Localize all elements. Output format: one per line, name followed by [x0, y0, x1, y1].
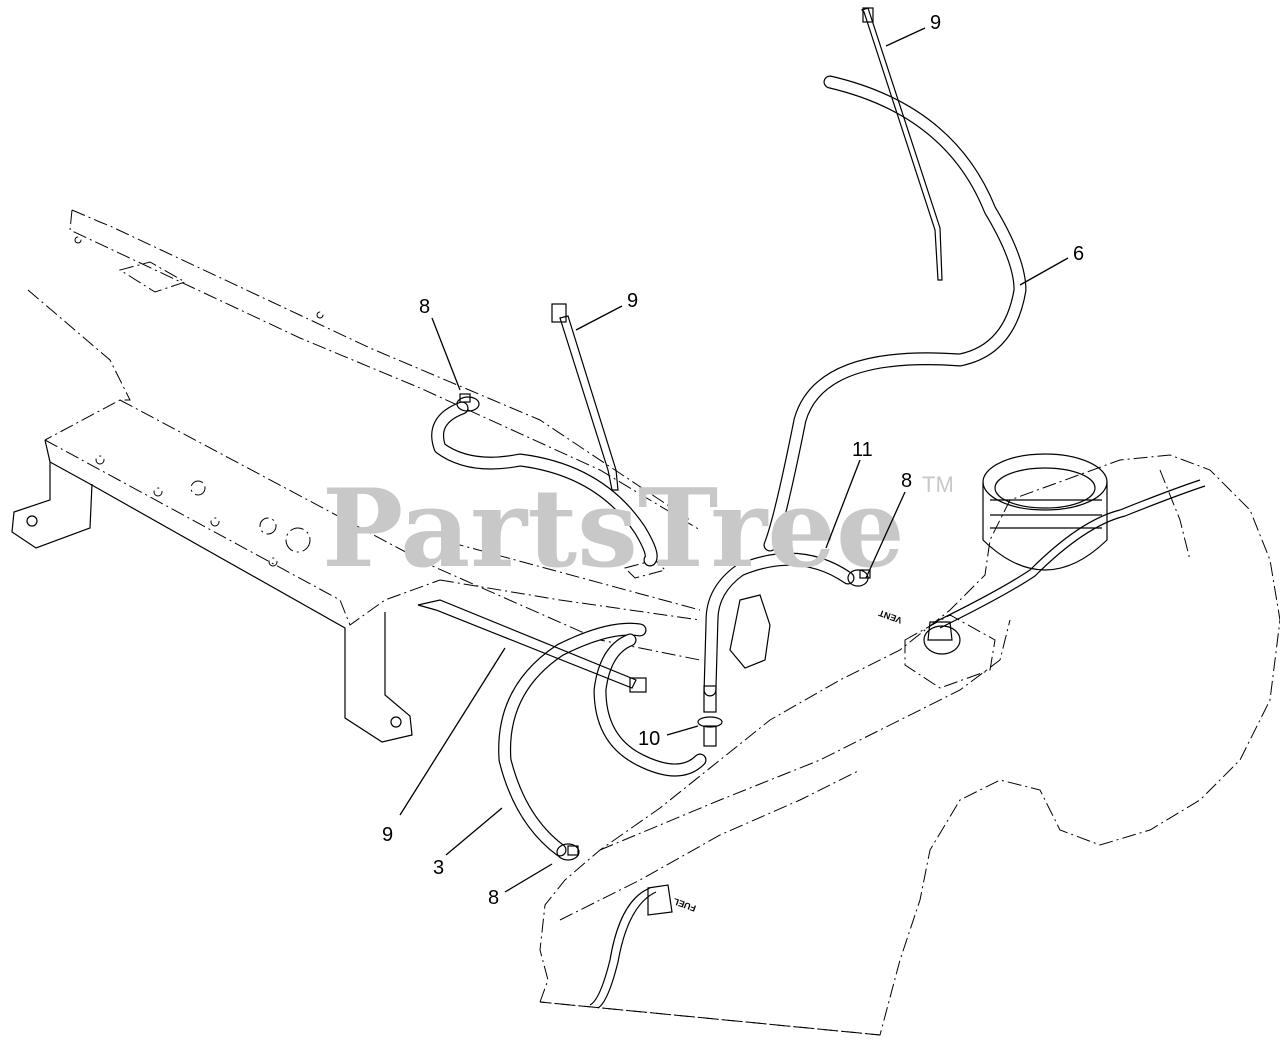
cable-tie-top: [860, 7, 943, 281]
callout-clamp-right: 8: [901, 470, 912, 492]
hose-6: [763, 75, 1027, 552]
fuel-tank: [539, 453, 1280, 1036]
clamp-bottom: [556, 843, 580, 861]
cable-tie-bottom: [417, 599, 647, 693]
hose-upper-left: [431, 401, 658, 567]
watermark: PartsTree: [322, 466, 905, 592]
callout-tie-bottom: 9: [382, 824, 393, 846]
hose-11: [703, 552, 855, 697]
fitting-10: [697, 685, 723, 747]
hose-bracket: [729, 594, 771, 669]
vent-line: [589, 479, 1206, 1009]
hose-3: [498, 622, 647, 857]
vent-label: VENT: [877, 608, 903, 626]
callout-hose-6: 6: [1073, 243, 1084, 265]
leader-lines: [399, 27, 1069, 893]
callout-clamp-bottom: 8: [488, 887, 499, 909]
callout-tie-mid: 9: [627, 290, 638, 312]
clamp-left: [456, 393, 480, 412]
cable-tie-mid: [551, 303, 619, 491]
callout-fitting-10: 10: [638, 728, 660, 750]
callout-hose-3: 3: [433, 857, 444, 879]
callout-clamp-left: 8: [419, 296, 430, 318]
clamp-right: [847, 569, 871, 587]
callout-tie-top: 9: [930, 12, 941, 34]
chassis-frame: [27, 209, 701, 661]
hose-lower-loop: [593, 633, 707, 777]
mounting-bracket: [11, 439, 413, 743]
fuel-label: FUEL: [671, 896, 697, 914]
watermark-trademark: TM: [922, 472, 954, 497]
callout-hose-11: 11: [852, 439, 873, 461]
